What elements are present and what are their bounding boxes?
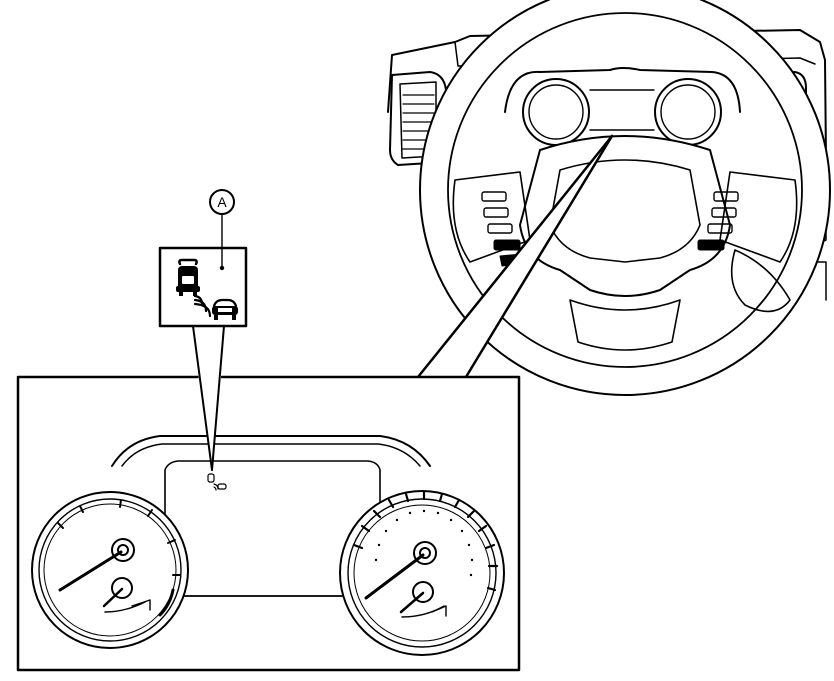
tach-dot-scale bbox=[374, 509, 474, 577]
callout-lines bbox=[191, 325, 226, 471]
vehicle-with-sensor-waves-icon bbox=[176, 258, 238, 320]
leader-dot bbox=[219, 265, 225, 271]
left-gauge bbox=[31, 491, 189, 649]
right-spoke-switches bbox=[697, 171, 798, 263]
enlarged-cluster-view bbox=[16, 375, 521, 672]
cluster-indicator-small bbox=[207, 473, 227, 491]
steering-hub bbox=[519, 135, 731, 351]
right-gauge bbox=[339, 490, 505, 656]
callout-letter: A bbox=[217, 194, 227, 210]
center-display bbox=[164, 460, 381, 597]
wiper-stalk bbox=[730, 249, 791, 313]
zoom-lines bbox=[416, 134, 614, 379]
steering-wheel bbox=[419, 0, 831, 396]
callout-label-a: A bbox=[209, 189, 235, 215]
indicator-callout-box bbox=[158, 246, 248, 328]
